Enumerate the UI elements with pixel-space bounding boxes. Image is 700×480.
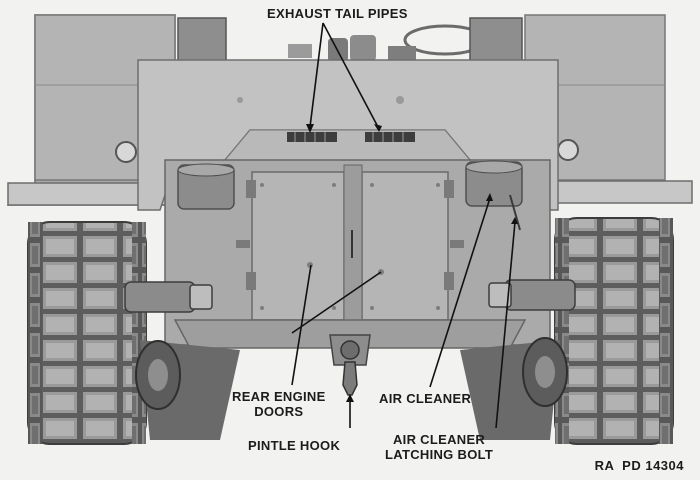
exhaust-tail-pipes-label: EXHAUST TAIL PIPES [267, 6, 408, 21]
plate-reference-code: RA PD 14304 [594, 458, 684, 473]
pintle-hook-label: PINTLE HOOK [248, 438, 341, 453]
air-cleaner-latching-bolt-label: AIR CLEANER LATCHING BOLT [385, 432, 494, 462]
air-cleaner-label: AIR CLEANER [379, 391, 472, 406]
rear-engine-doors-label: REAR ENGINE DOORS [232, 389, 326, 419]
